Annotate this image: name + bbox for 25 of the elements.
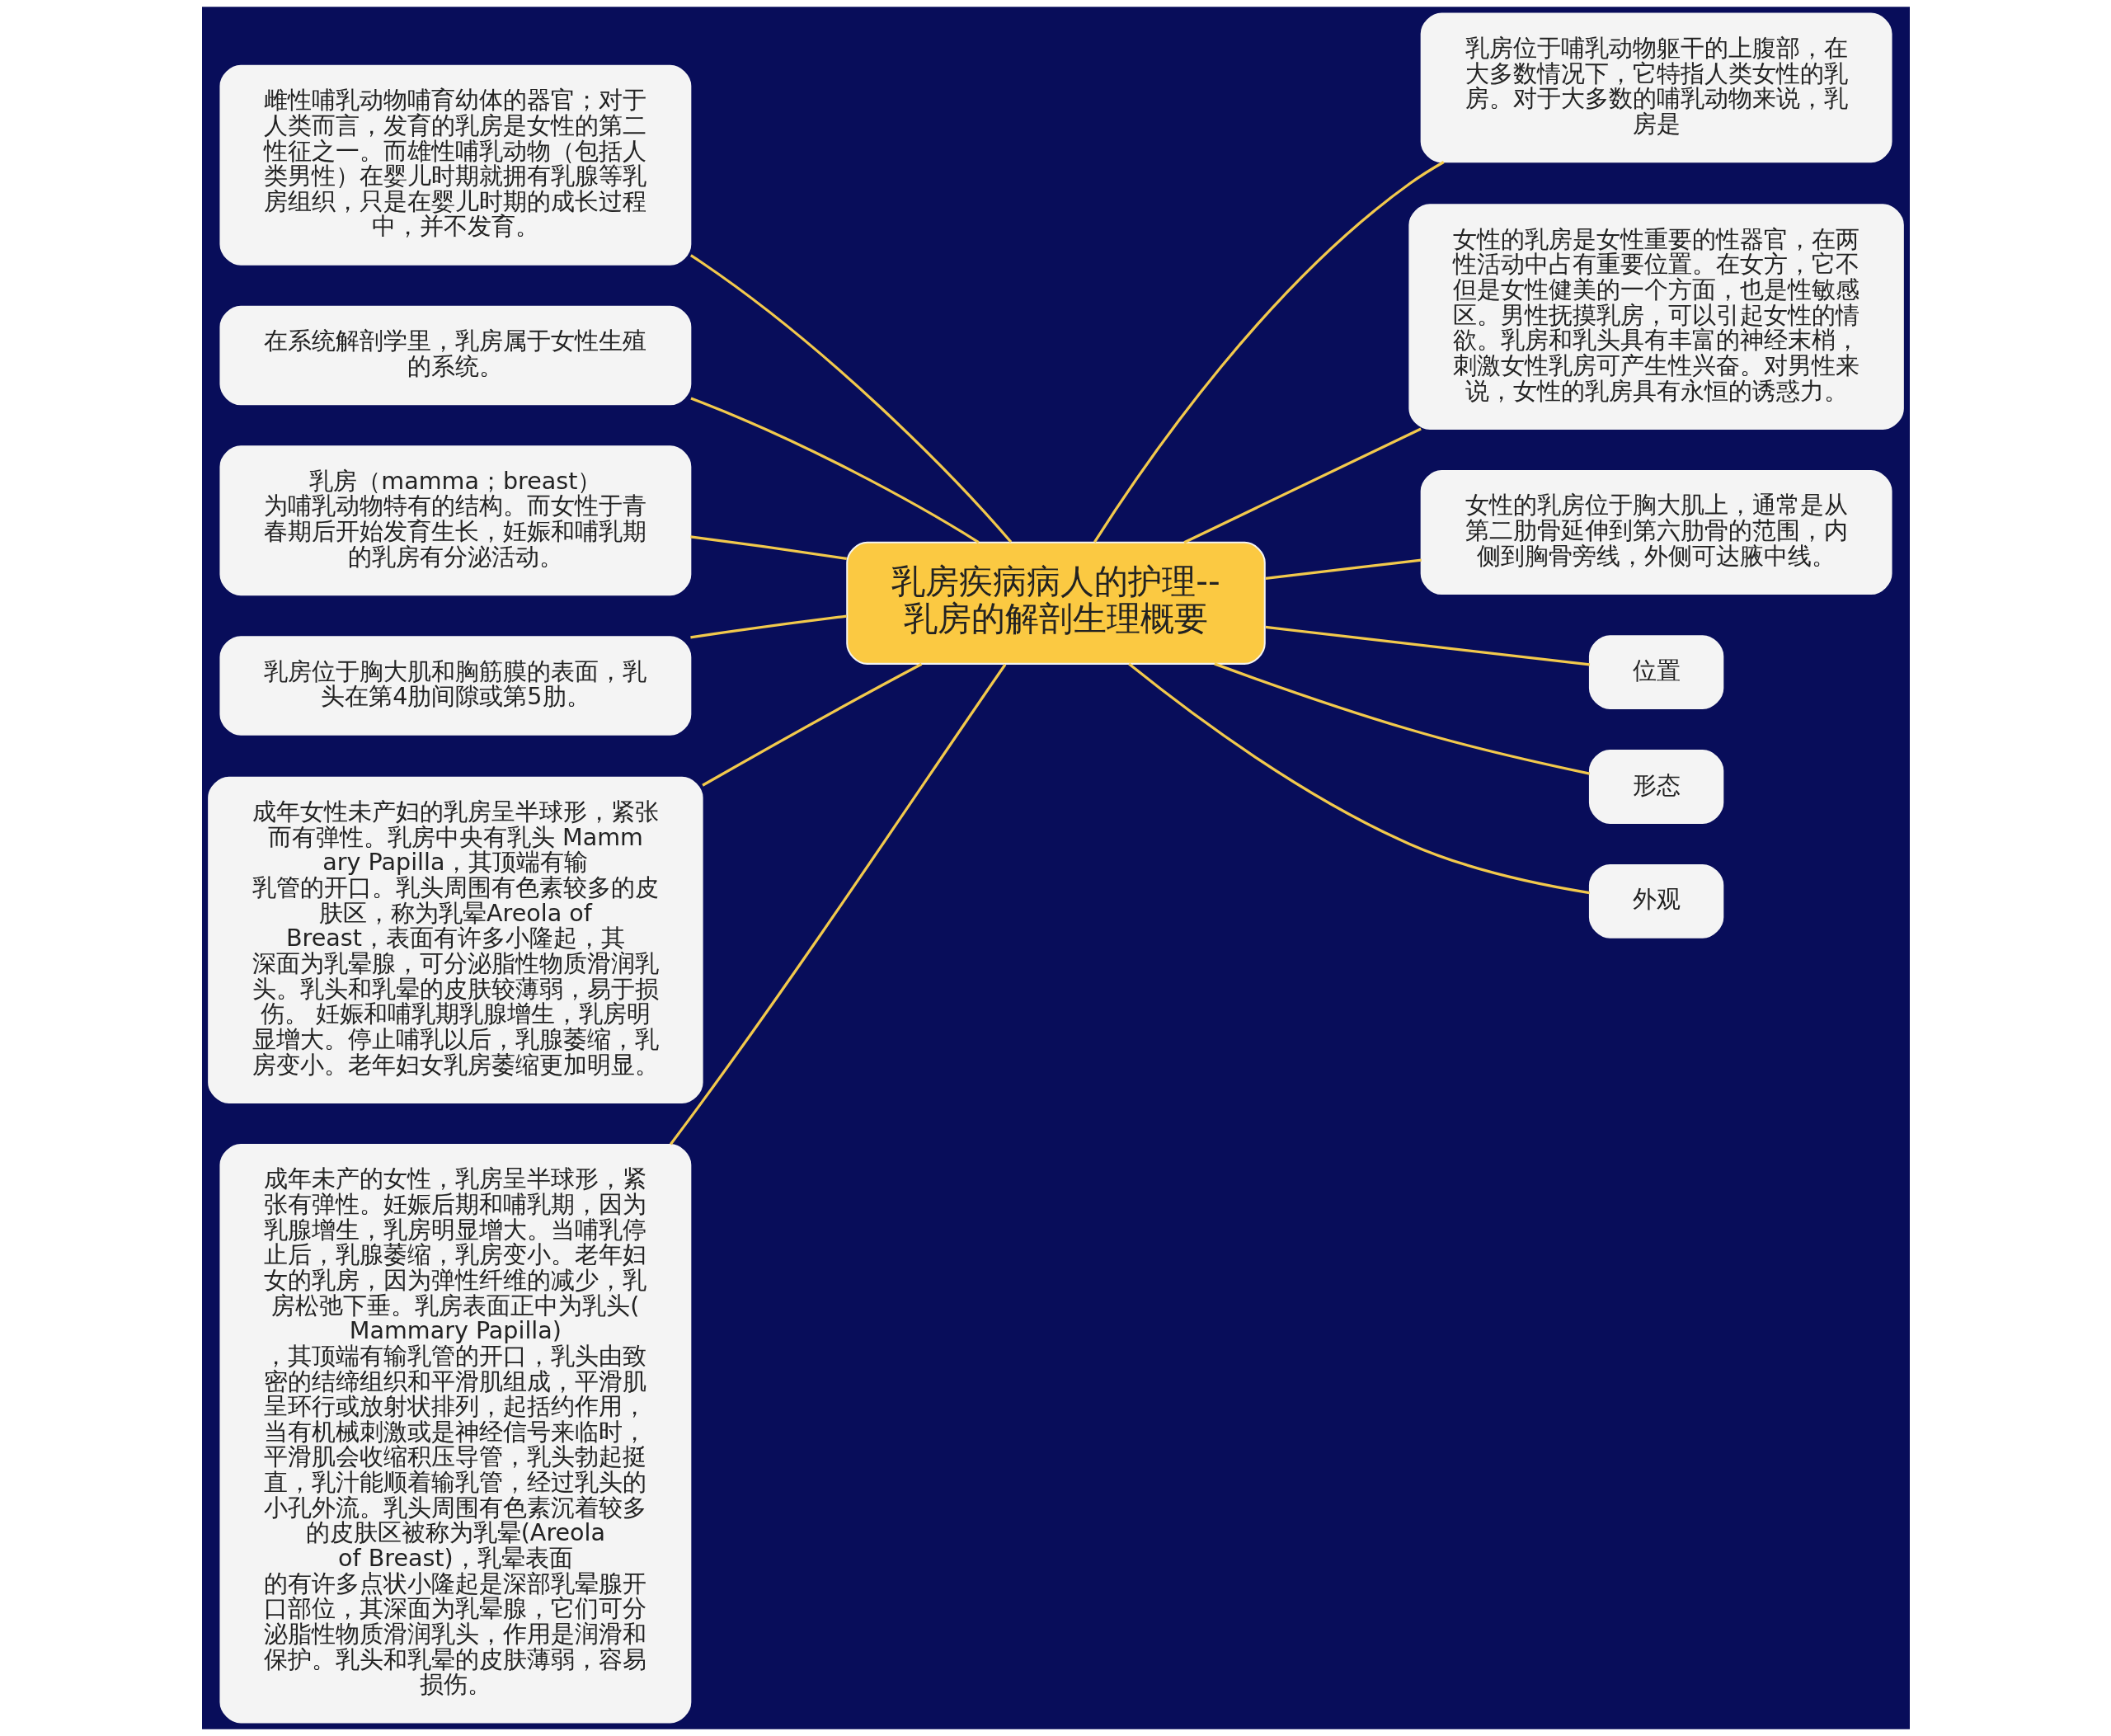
connector: [1127, 662, 1590, 895]
connector: [1093, 161, 1445, 543]
connector: [689, 535, 847, 561]
connector: [1265, 625, 1590, 666]
node-box: 形态: [1588, 750, 1723, 824]
connector: [1265, 558, 1422, 581]
node-box: 在系统解剖学里，乳房属于女性生殖的系统。: [219, 305, 691, 406]
node-box: 女性的乳房位于胸大肌上，通常是从第二肋骨延伸到第六肋骨的范围，内侧到胸骨旁线，外侧可达腋中线。: [1420, 470, 1892, 595]
node-box: 女性的乳房是女性重要的性器官，在两性活动中占有重要位置。在女方，它不但是女性健美的一个方面，也是性敏感区。男性抚摸乳房，可以引起女性的情欲。乳房和乳头具有丰富的神经末梢，刺激女性乳房可产生性兴奋。对男性来说，女性的乳房具有永恒的诱惑力。: [1408, 204, 1904, 430]
node-box: 外观: [1588, 863, 1723, 939]
connector: [701, 662, 922, 787]
connector: [669, 663, 1006, 1146]
node-box: 乳房位于胸大肌和胸筋膜的表面，乳头在第4肋间隙或第5肋。: [219, 636, 691, 736]
connector: [689, 397, 980, 543]
connector: [689, 614, 847, 639]
node-box: 乳房位于哺乳动物躯干的上腹部，在大多数情况下，它特指人类女性的乳房。对于大多数的哺乳动物来说，乳房是: [1420, 12, 1892, 163]
node-box: 乳房（mamma；breast）为哺乳动物特有的结构。而女性于青春期后开始发育生长，妊娠和哺乳期的乳房有分泌活动。: [219, 445, 691, 596]
node-box: 成年未产的女性，乳房呈半球形，紧张有弹性。妊娠后期和哺乳期，因为乳腺增生，乳房明显增大。当哺乳停止后，乳腺萎缩，乳房变小。老年妇女的乳房，因为弹性纤维的减少，乳房松弛下垂。乳房表面正中为乳头(Mammary Papilla)，其顶端有输乳管的开口，乳头由致密的结缔组织和平滑肌组成，平滑肌呈环行或放射状排列，起括约作用，当有机械刺激或是神经信号来临时，平滑肌会收缩积压导管，乳头勃起挺直，乳汁能顺着输乳管，经过乳头的小孔外流。乳头周围有色素沉着较多的皮肤区被称为乳晕(Areola of Breast)，乳晕表面的有许多点状小隆起是深部乳晕腺开口部位，其深面为乳晕腺，它们可分泌脂性物质滑润乳头，作用是润滑和保护。乳头和乳晕的皮肤薄弱，容易损伤。: [219, 1143, 691, 1724]
node-box: 位置: [1588, 635, 1723, 709]
connector: [689, 254, 1012, 543]
node-box: 成年女性未产妇的乳房呈半球形，紧张而有弹性。乳房中央有乳头 Mammary Papilla，其顶端有输乳管的开口。乳头周围有色素较多的皮肤区，称为乳晕Areola of Breast，表面有许多小隆起，其深面为乳晕腺，可分泌脂性物质滑润乳头。乳头和乳晕的皮肤较薄弱，易于损伤。 妊娠和哺乳期乳腺增生，乳房明显增大。停止哺乳以后，乳腺萎缩，乳房变小。老年妇女乳房萎缩更加明显。: [207, 776, 703, 1103]
node-box: 雌性哺乳动物哺育幼体的器官；对于人类而言，发育的乳房是女性的第二性征之一。而雄性哺乳动物（包括人类男性）在婴儿时期就拥有乳腺等乳房组织，只是在婴儿时期的成长过程中，并不发育。: [219, 64, 691, 266]
connector: [1213, 662, 1590, 775]
node-box: 乳房疾病病人的护理--乳房的解剖生理概要: [845, 541, 1266, 665]
connector: [1182, 427, 1422, 544]
